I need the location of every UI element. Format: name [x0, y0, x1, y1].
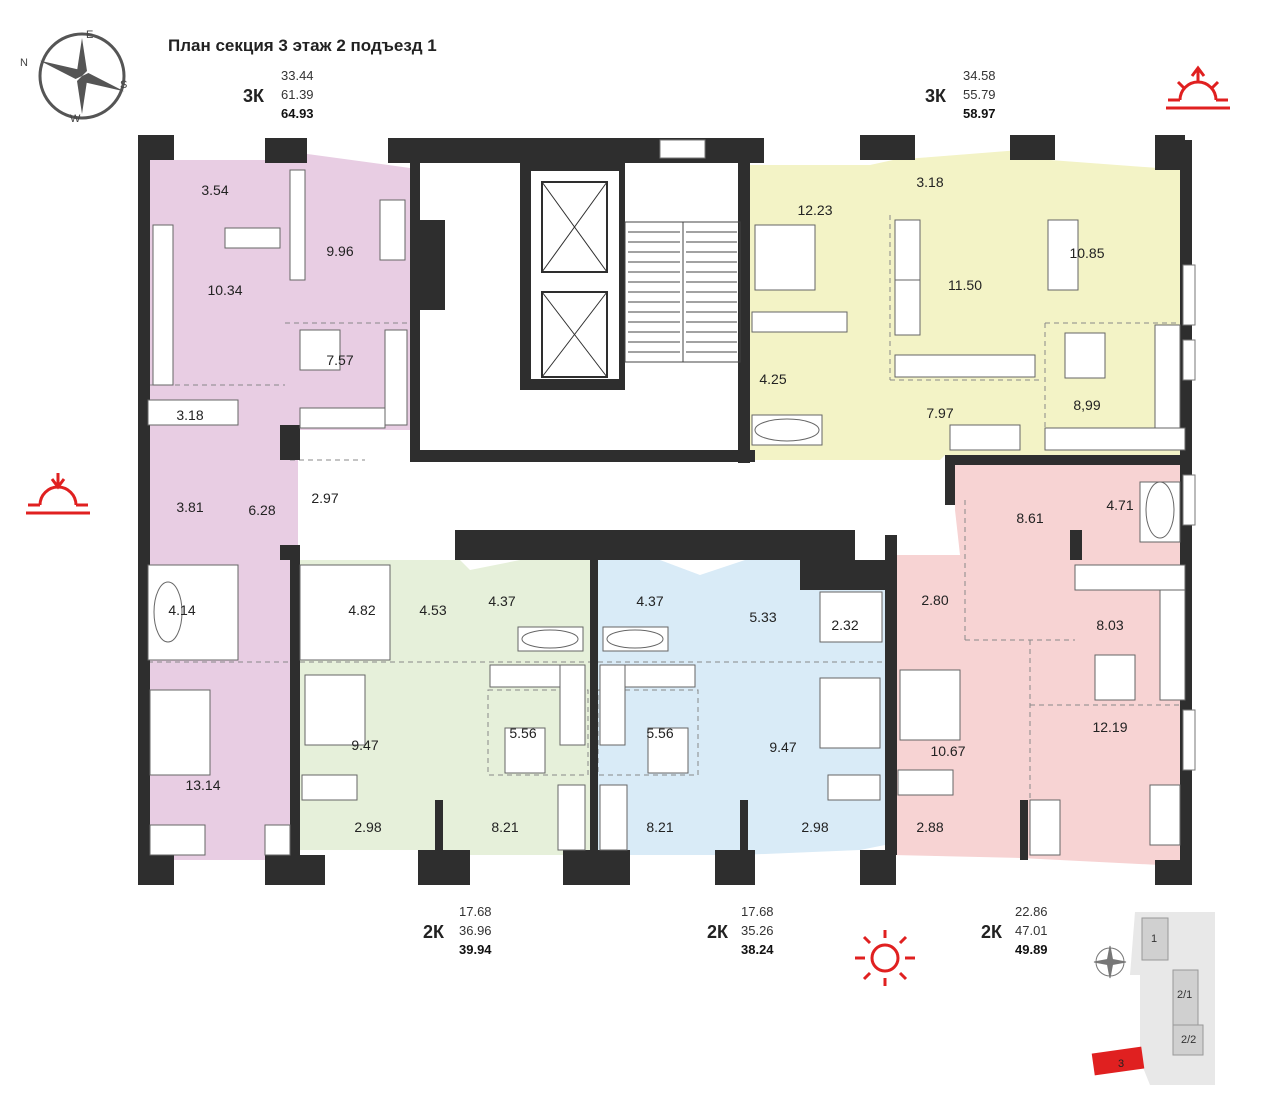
- site-plan: 1 2/1 2/2 3: [1091, 912, 1215, 1085]
- room-area-label: 7.57: [326, 352, 353, 368]
- room-area-label: 10.85: [1069, 245, 1104, 261]
- room-area-label: 4.71: [1106, 497, 1133, 513]
- room-area-label: 10.67: [930, 743, 965, 759]
- room-area-label: 3.18: [176, 407, 203, 423]
- living-area: 17.68: [741, 904, 774, 919]
- room-area-label: 8.03: [1096, 617, 1123, 633]
- total-area: 58.97: [963, 106, 996, 121]
- room-area-label: 13.14: [185, 777, 220, 793]
- apartment-area: 55.79: [963, 87, 996, 102]
- living-area: 34.58: [963, 68, 996, 83]
- room-labels: 3.54 10.34 9.96 7.57 3.18 3.81 6.28 2.97 4.14 13.…: [168, 174, 1133, 835]
- site-plan-label-1: 1: [1151, 933, 1157, 945]
- total-area: 64.93: [281, 106, 314, 121]
- room-area-label: 4.25: [759, 371, 786, 387]
- room-area-label: 4.14: [168, 602, 195, 618]
- room-area-label: 9.96: [326, 243, 353, 259]
- site-plan-label-2-1: 2/1: [1177, 989, 1192, 1001]
- room-area-label: 5.56: [646, 725, 673, 741]
- total-area: 39.94: [459, 942, 492, 957]
- room-area-label: 12.19: [1092, 719, 1127, 735]
- apartment-area-bottom-right: [893, 460, 1185, 870]
- compass-w-label: W: [70, 113, 81, 125]
- living-area: 22.86: [1015, 904, 1048, 919]
- apartment-area: 36.96: [459, 923, 492, 938]
- site-plan-label-3: 3: [1118, 1058, 1124, 1070]
- apartment-areas: 17.68 36.96 39.94: [459, 902, 492, 959]
- room-area-label: 7.97: [926, 405, 953, 421]
- apartment-area-top-right: [750, 150, 1185, 460]
- room-area-label: 3.54: [201, 182, 228, 198]
- room-area-label: 9.47: [351, 737, 378, 753]
- apartment-type: 3К: [925, 86, 946, 106]
- total-area: 49.89: [1015, 942, 1048, 957]
- furniture: [147, 169, 1186, 856]
- apartment-area: 35.26: [741, 923, 774, 938]
- room-area-label: 4.82: [348, 602, 375, 618]
- room-area-label: 5.33: [749, 609, 776, 625]
- room-area-label: 8,99: [1073, 397, 1100, 413]
- apartment-area-bottom-middle: [598, 560, 885, 855]
- sunrise-icon: [1166, 65, 1230, 110]
- room-area-label: 11.50: [948, 277, 982, 293]
- room-area-label: 5.56: [509, 725, 536, 741]
- room-area-label: 6.28: [248, 502, 275, 518]
- room-area-label: 3.18: [916, 174, 943, 190]
- room-area-label: 10.34: [207, 282, 242, 298]
- room-area-label: 8.61: [1016, 510, 1043, 526]
- compass-rose: N E S W: [20, 29, 127, 125]
- elevator-core: [529, 169, 621, 381]
- compass-s-label: S: [120, 79, 127, 91]
- living-area: 33.44: [281, 68, 314, 83]
- apartment-areas: 17.68 35.26 38.24: [741, 902, 774, 959]
- sunset-icon: [26, 473, 90, 515]
- room-area-label: 8.21: [491, 819, 518, 835]
- apartment-areas: 34.58 55.79 58.97: [963, 66, 996, 123]
- room-area-label: 12.23: [797, 202, 832, 218]
- room-area-label: 8.21: [646, 819, 673, 835]
- room-area-label: 9.47: [769, 739, 796, 755]
- room-area-label: 2.80: [921, 592, 948, 608]
- apartment-type: 2К: [707, 922, 728, 942]
- room-area-label: 4.37: [636, 593, 663, 609]
- compass-e-label: E: [86, 29, 93, 41]
- compass-n-label: N: [20, 57, 28, 69]
- apartment-area-top-left: [148, 150, 410, 860]
- room-area-label: 3.81: [176, 499, 203, 515]
- page-title: План секция 3 этаж 2 подъезд 1: [168, 36, 437, 55]
- apartment-type: 3К: [243, 86, 264, 106]
- room-area-label: 2.98: [801, 819, 828, 835]
- apartment-type: 2К: [981, 922, 1002, 942]
- room-area-label: 4.53: [419, 602, 446, 618]
- apartment-area: 47.01: [1015, 923, 1048, 938]
- total-area: 38.24: [741, 942, 774, 957]
- room-area-label: 2.88: [916, 819, 943, 835]
- sun-icon: [855, 930, 915, 986]
- apartment-area: 61.39: [281, 87, 314, 102]
- staircase: [624, 221, 741, 363]
- apartment-areas: 22.86 47.01 49.89: [1015, 902, 1048, 959]
- room-area-label: 4.37: [488, 593, 515, 609]
- apartment-type: 2К: [423, 922, 444, 942]
- windows: [659, 139, 1196, 771]
- living-area: 17.68: [459, 904, 492, 919]
- site-plan-label-2-2: 2/2: [1181, 1034, 1196, 1046]
- room-area-label: 2.97: [311, 490, 338, 506]
- room-area-label: 2.98: [354, 819, 381, 835]
- room-area-label: 2.32: [831, 617, 858, 633]
- apartment-areas: 33.44 61.39 64.93: [281, 66, 314, 123]
